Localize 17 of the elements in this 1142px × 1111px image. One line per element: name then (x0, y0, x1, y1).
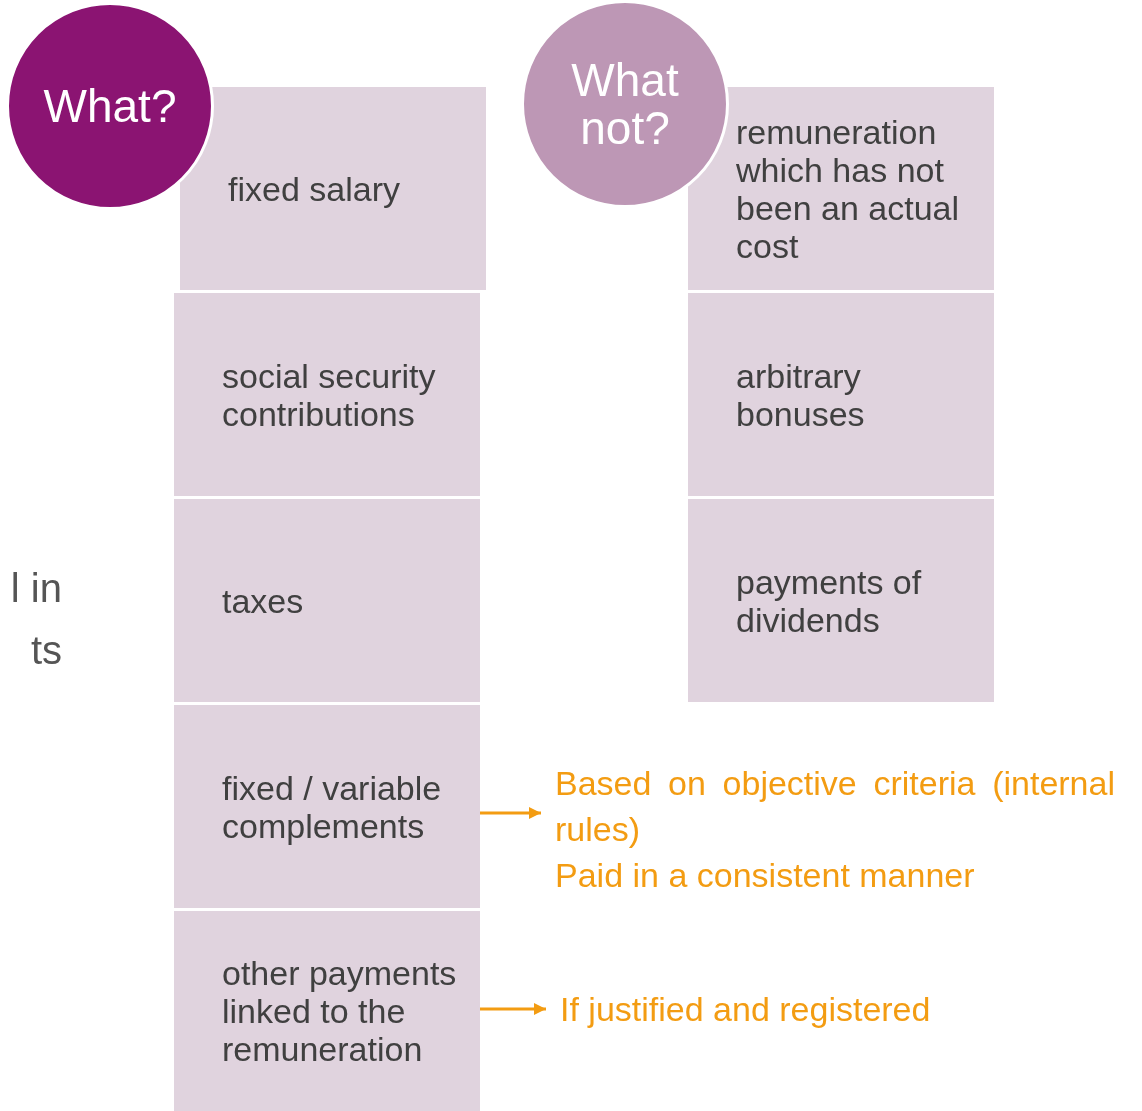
item-box: payments of dividends (688, 499, 994, 702)
item-box: fixed / variable complements (174, 705, 480, 908)
arrow (480, 1003, 546, 1015)
item-box: other payments linked to the remuneration (174, 911, 480, 1111)
heading-circle: What? (6, 2, 214, 210)
item-box: remuneration which has not been an actual cost (688, 87, 994, 290)
arrow (480, 807, 541, 819)
item-box: fixed salary (180, 87, 486, 290)
heading-circle: What not? (521, 0, 729, 208)
item-box: social security contributions (174, 293, 480, 496)
item-box: taxes (174, 499, 480, 702)
item-box: arbitrary bonuses (688, 293, 994, 496)
note-text: Based on objective criteria (internal rules) (555, 763, 1115, 850)
cut-off-text: ts (29, 628, 62, 672)
note-text: Paid in a consistent manner (555, 855, 976, 896)
cut-off-text: l in (9, 566, 62, 610)
note-text: If justified and registered (560, 989, 932, 1030)
